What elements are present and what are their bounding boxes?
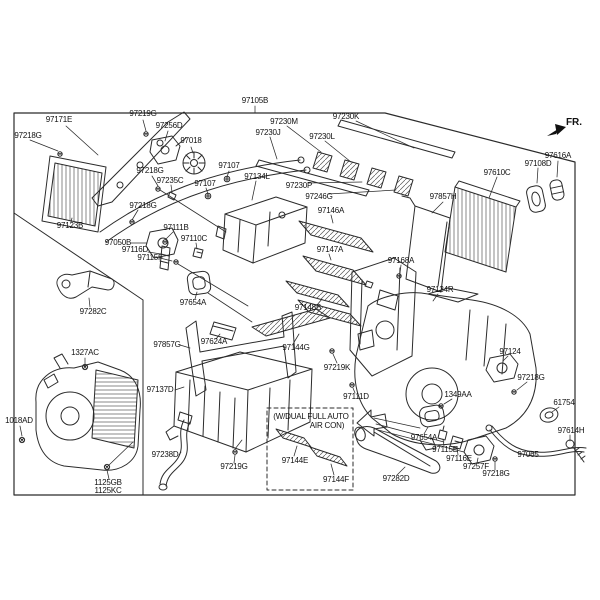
- bracket-97116d-drawing: [159, 245, 171, 271]
- cover-97857h-drawing: [401, 195, 451, 293]
- actuator-97257f-drawing: [463, 435, 495, 465]
- grommet-97616a-drawing: [549, 179, 565, 201]
- fan-97018-drawing: [182, 151, 206, 175]
- frame-97857g-drawing: [185, 311, 297, 397]
- dual-ac-option-box: [266, 407, 354, 491]
- seal-97654a-left-drawing: [186, 270, 212, 296]
- bracket-97282c-drawing: [56, 270, 115, 299]
- actuator-97124-drawing: [485, 353, 519, 383]
- diagram-border: [13, 112, 576, 496]
- case-97134r-drawing: [354, 287, 537, 451]
- blower-assembly-drawing: [35, 353, 141, 471]
- vane-97146a-drawing: [298, 220, 374, 253]
- grommet-61754-drawing: [539, 407, 559, 423]
- heater-core-drawing: [41, 155, 107, 233]
- heater-pipes-drawing: [99, 156, 311, 243]
- bracket-97116e-drawing: [449, 435, 464, 450]
- pad-97624a-drawing: [209, 321, 237, 341]
- seal-97108d-drawing: [526, 185, 546, 213]
- actuator-97050b-drawing: [145, 227, 179, 259]
- evaporator-97610c-drawing: [444, 180, 521, 273]
- option-box-arrow-icon: [356, 409, 388, 437]
- clip-97110c-drawing: [192, 247, 204, 259]
- bracket-97171e-drawing: [91, 111, 191, 207]
- vane-97147a-drawing: [302, 255, 374, 289]
- case-97134l-drawing: [215, 196, 308, 264]
- seal-97654a-right-drawing: [419, 404, 445, 428]
- vane-97144g-drawing: [251, 308, 331, 337]
- drain-hose-97238d-drawing: [158, 411, 193, 491]
- fr-direction-arrow-icon: [547, 124, 566, 136]
- hose-97065-drawing: [485, 424, 587, 457]
- clip-97115e-drawing: [437, 425, 448, 441]
- actuator-97256d-drawing: [149, 135, 187, 165]
- cover-rails-97230-drawing: [255, 119, 456, 197]
- clip-97235c-drawing: [167, 191, 177, 201]
